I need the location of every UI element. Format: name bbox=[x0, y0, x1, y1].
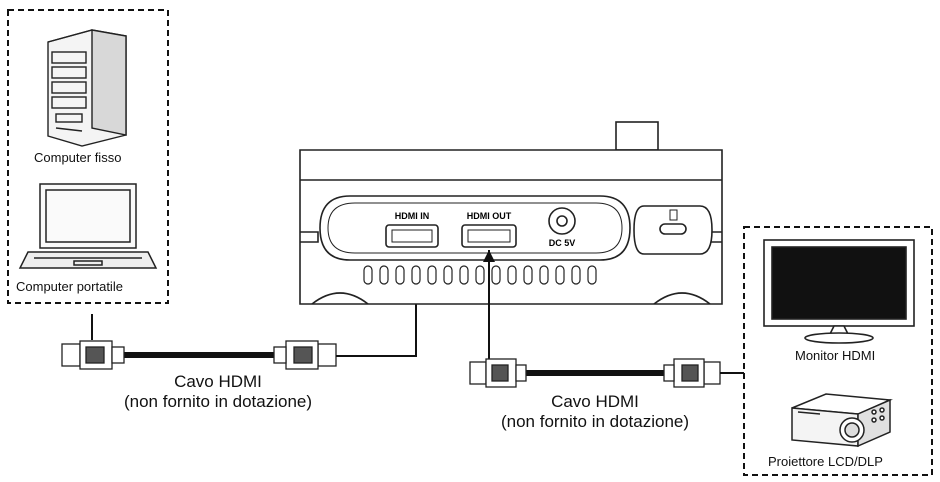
dc-label: DC 5V bbox=[549, 238, 576, 248]
foot-left bbox=[311, 292, 369, 305]
output-devices-box bbox=[743, 226, 933, 476]
source-devices-box bbox=[7, 9, 169, 304]
hdmi-out-port bbox=[461, 224, 517, 248]
laptop-computer-icon bbox=[18, 183, 158, 269]
cable-left-label: Cavo HDMI (non fornito in dotazione) bbox=[98, 372, 338, 412]
monitor-label: Monitor HDMI bbox=[795, 348, 876, 363]
capture-device bbox=[299, 121, 723, 305]
laptop-label: Computer portatile bbox=[16, 279, 123, 294]
usb-slot bbox=[659, 223, 687, 235]
hdmi-cable-right bbox=[469, 358, 721, 388]
vent-slots bbox=[363, 265, 597, 285]
desktop-computer-icon bbox=[47, 29, 127, 147]
hdmi-in-port bbox=[385, 224, 439, 248]
cable-left-line2: (non fornito in dotazione) bbox=[123, 392, 313, 411]
hdmi-in-label: HDMI IN bbox=[395, 211, 430, 221]
cable-left-line1: Cavo HDMI bbox=[174, 372, 262, 391]
hdmi-plug-right-b bbox=[663, 358, 721, 388]
hdmi-plug-left-a bbox=[61, 340, 125, 370]
dc-power-jack bbox=[548, 207, 576, 235]
hdmi-out-label: HDMI OUT bbox=[467, 211, 512, 221]
cable-right-label: Cavo HDMI (non fornito in dotazione) bbox=[470, 392, 720, 432]
hdmi-cable-left bbox=[61, 340, 337, 370]
cable-right-line1: Cavo HDMI bbox=[551, 392, 639, 411]
hdmi-plug-left-b bbox=[273, 340, 337, 370]
desktop-label: Computer fisso bbox=[34, 150, 122, 165]
projector-label: Proiettore LCD/DLP bbox=[768, 454, 883, 469]
hdmi-monitor-icon bbox=[763, 239, 915, 344]
hdmi-plug-right-a bbox=[469, 358, 527, 388]
cable-right-line2: (non fornito in dotazione) bbox=[500, 412, 690, 431]
projector-icon bbox=[791, 393, 893, 448]
foot-right bbox=[653, 292, 711, 305]
arrow-from-hdmi-out bbox=[483, 250, 495, 262]
